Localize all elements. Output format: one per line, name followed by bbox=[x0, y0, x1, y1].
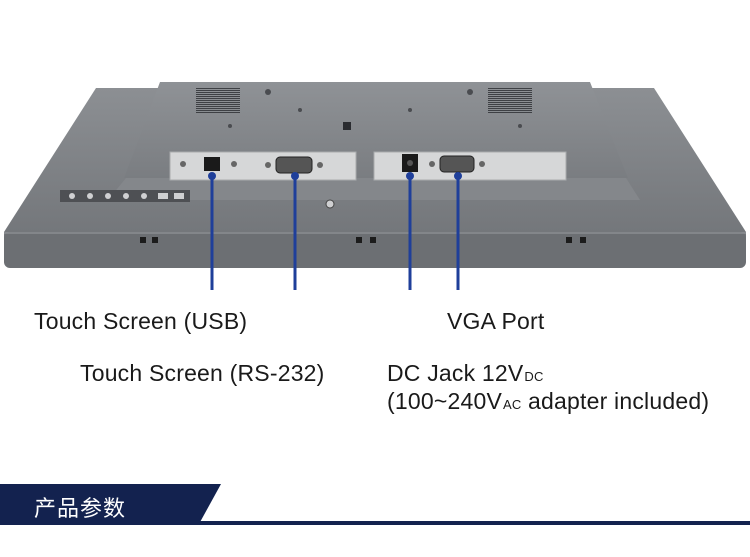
vga-port bbox=[439, 155, 475, 173]
io-plate-left bbox=[169, 151, 357, 181]
usb-port bbox=[204, 157, 220, 171]
callout-text: Touch Screen (USB) bbox=[34, 308, 248, 334]
callout-touch-screen-usb: Touch Screen (USB) bbox=[34, 308, 247, 335]
callout-dc-jack: DC Jack 12VDC bbox=[387, 360, 544, 387]
front-edge bbox=[4, 232, 746, 268]
callout-touch-screen-rs232: Touch Screen (RS-232) bbox=[80, 360, 325, 387]
section-rule bbox=[0, 521, 750, 525]
section-title: 产品参数 bbox=[34, 497, 127, 522]
callout-lines bbox=[210, 176, 460, 290]
callout-text: DC Jack 12V bbox=[387, 360, 524, 386]
callout-adapter-range: (100~240VAC adapter included) bbox=[387, 388, 709, 415]
callout-text: Touch Screen (RS-232) bbox=[80, 360, 325, 386]
callout-vga-port: VGA Port bbox=[447, 308, 544, 335]
callout-subscript: DC bbox=[524, 369, 544, 384]
callout-text: (100~240V bbox=[387, 388, 502, 414]
vent-grill bbox=[488, 88, 532, 114]
callout-subscript: AC bbox=[502, 397, 522, 412]
monitor-rear-view bbox=[4, 82, 746, 290]
vent-grill bbox=[196, 88, 240, 114]
callout-text: VGA Port bbox=[447, 308, 545, 334]
section-banner-product-specs: 产品参数 bbox=[0, 484, 750, 526]
rs232-port bbox=[275, 156, 313, 174]
callout-text: adapter included) bbox=[521, 388, 710, 414]
